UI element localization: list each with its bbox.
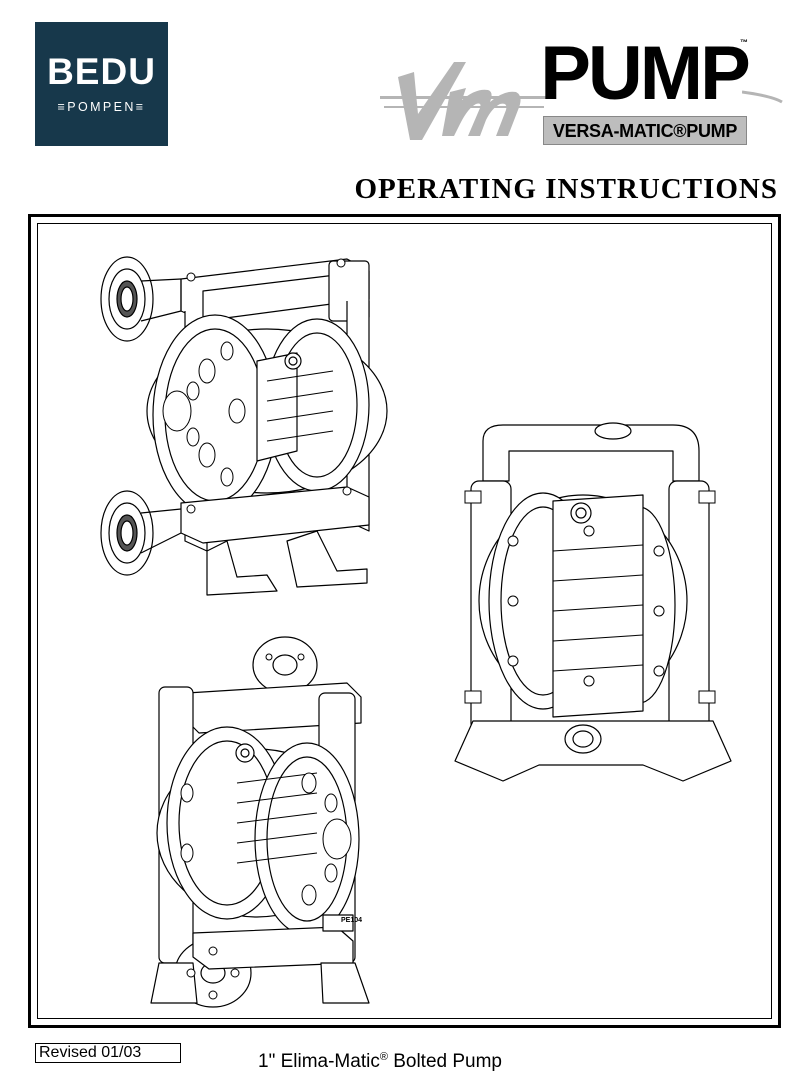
revision-box: Revised 01/03	[35, 1043, 181, 1063]
pump-front-left-view	[100, 256, 388, 596]
vm-script-mark	[380, 62, 550, 140]
vm-trademark: ™	[740, 38, 748, 47]
pump-rear-flanged-view	[150, 636, 370, 1008]
versa-matic-logo: PUMP ™ VERSA-MATIC®PUMP	[380, 31, 783, 152]
product-name-pre: 1" Elima-Matic	[258, 1051, 380, 1072]
vm-swoosh-tail	[742, 90, 783, 104]
bedu-logo-name: BEDU	[47, 51, 156, 92]
vm-versa-matic-banner: VERSA-MATIC®PUMP	[543, 116, 747, 145]
illustration-frame: PE104	[28, 214, 781, 1028]
product-name: 1" Elima-Matic® Bolted Pump	[258, 1045, 502, 1074]
page-title: OPERATING INSTRUCTIONS	[354, 173, 778, 205]
bedu-logo: BEDU ≡POMPEN≡	[35, 22, 168, 146]
bedu-logo-subtitle: ≡POMPEN≡	[57, 100, 146, 114]
illustration-frame-inner	[37, 223, 772, 1019]
product-name-post: Bolted Pump	[387, 1051, 503, 1072]
registered-mark: ®	[379, 1051, 388, 1063]
pump-metal-view	[454, 422, 732, 782]
vm-pump-word: PUMP	[540, 31, 751, 116]
model-tag-label: PE104	[341, 917, 363, 924]
